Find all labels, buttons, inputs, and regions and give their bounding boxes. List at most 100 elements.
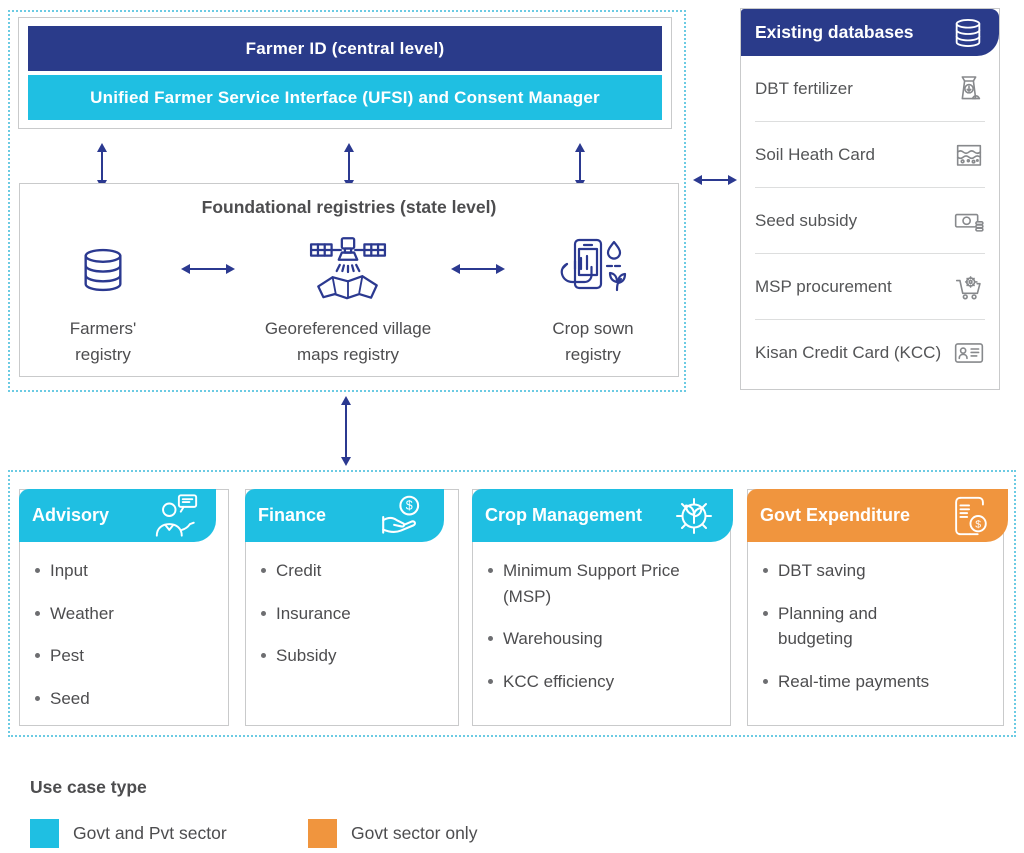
card-title: Govt Expenditure bbox=[760, 505, 911, 525]
bullet-icon bbox=[261, 568, 266, 573]
crop-sown-registry: Crop sown registry bbox=[538, 230, 648, 367]
cyan-swatch-icon bbox=[30, 819, 59, 848]
bullet-icon bbox=[763, 678, 768, 684]
existing-databases-panel: Existing databases DBT fertilizer bbox=[740, 8, 1000, 390]
list-item: Credit bbox=[261, 558, 450, 584]
list-item: Minimum Support Price (MSP) bbox=[488, 558, 722, 609]
list-item: DBT saving bbox=[763, 558, 995, 584]
phone-crop-icon bbox=[538, 230, 648, 310]
central-level-panel: Farmer ID (central level) Unified Farmer… bbox=[18, 17, 672, 129]
foundational-title: Foundational registries (state level) bbox=[201, 197, 497, 217]
farmer-id-bar: Farmer ID (central level) bbox=[28, 26, 662, 71]
georeferenced-maps-registry: Georeferenced village maps registry bbox=[248, 230, 448, 367]
list-item: Subsidy bbox=[261, 643, 450, 669]
registry-label: Farmers' registry bbox=[69, 319, 137, 364]
gear-plant-icon bbox=[671, 493, 717, 539]
card-header: Govt Expenditure $ bbox=[747, 489, 1008, 542]
advisor-person-icon bbox=[152, 493, 200, 538]
fertilizer-bag-icon bbox=[953, 73, 985, 105]
central-and-state-group: Farmer ID (central level) Unified Farmer… bbox=[8, 10, 686, 392]
existing-databases-title: Existing databases bbox=[755, 22, 914, 42]
list-item: Pest bbox=[35, 643, 220, 669]
ufsi-bar: Unified Farmer Service Interface (UFSI) … bbox=[28, 75, 662, 120]
legend-entry: Govt sector only bbox=[308, 819, 477, 848]
double-arrow-horizontal bbox=[451, 264, 505, 274]
svg-text:$: $ bbox=[975, 518, 981, 530]
item-label: Soil Heath Card bbox=[755, 144, 876, 164]
item-label: Seed subsidy bbox=[755, 210, 858, 230]
bullet-icon bbox=[763, 610, 768, 616]
card-header: Crop Management bbox=[472, 489, 733, 542]
satellite-map-icon bbox=[248, 230, 448, 310]
bullet-icon bbox=[763, 568, 768, 573]
use-case-card-crop-management: Crop Management Minimum Support Price (M… bbox=[472, 489, 733, 726]
existing-databases-header: Existing databases bbox=[741, 9, 999, 56]
database-list-item: DBT fertilizer bbox=[755, 56, 985, 121]
card-item-list: Credit Insurance Subsidy bbox=[246, 558, 458, 669]
bullet-icon bbox=[261, 653, 266, 658]
double-arrow-vertical bbox=[575, 143, 585, 189]
double-arrow-vertical bbox=[341, 396, 351, 466]
double-arrow-horizontal bbox=[693, 175, 737, 185]
ufsi-label: Unified Farmer Service Interface (UFSI) … bbox=[90, 87, 600, 107]
double-arrow-vertical bbox=[344, 143, 354, 189]
list-item: Real-time payments bbox=[763, 669, 995, 695]
bullet-icon bbox=[35, 653, 40, 658]
item-label: Kisan Credit Card (KCC) bbox=[755, 342, 942, 362]
use-case-card-finance: Finance $ Credit Insurance Subsidy bbox=[245, 489, 459, 726]
legend-title: Use case type bbox=[30, 777, 147, 797]
bullet-icon bbox=[35, 695, 40, 701]
list-item: KCC efficiency bbox=[488, 669, 722, 695]
bullet-icon bbox=[261, 610, 266, 616]
hand-dollar-icon: $ bbox=[378, 494, 428, 538]
farmers-registry: Farmers' registry bbox=[53, 230, 153, 367]
registry-label: Georeferenced village maps registry bbox=[264, 319, 432, 364]
double-arrow-horizontal bbox=[181, 264, 235, 274]
bullet-icon bbox=[35, 610, 40, 616]
item-label: MSP procurement bbox=[755, 276, 892, 296]
database-list-item: MSP procurement bbox=[755, 253, 985, 319]
card-item-list: Input Weather Pest Seed bbox=[20, 558, 228, 711]
database-list-item: Soil Heath Card bbox=[755, 121, 985, 187]
card-title: Finance bbox=[258, 505, 327, 525]
banknote-coins-icon bbox=[953, 205, 985, 237]
double-arrow-vertical bbox=[97, 143, 107, 189]
legend-label: Govt sector only bbox=[351, 823, 478, 843]
card-item-list: Minimum Support Price (MSP) Warehousing … bbox=[473, 558, 730, 694]
svg-text:$: $ bbox=[406, 498, 413, 512]
use-case-card-advisory: Advisory Input Weather Pest Seed bbox=[19, 489, 229, 726]
farmer-id-label: Farmer ID (central level) bbox=[245, 38, 445, 58]
database-icon bbox=[53, 230, 153, 310]
card-title: Advisory bbox=[32, 505, 110, 525]
database-list-item: Kisan Credit Card (KCC) bbox=[755, 319, 985, 385]
card-header: Advisory bbox=[19, 489, 216, 542]
legend-label: Govt and Pvt sector bbox=[73, 823, 227, 843]
list-item: Input bbox=[35, 558, 220, 584]
list-item: Warehousing bbox=[488, 626, 722, 652]
list-item: Insurance bbox=[261, 601, 450, 627]
database-icon bbox=[951, 15, 985, 51]
item-label: DBT fertilizer bbox=[755, 78, 853, 98]
legend-entry: Govt and Pvt sector bbox=[30, 819, 227, 848]
bullet-icon bbox=[488, 568, 493, 573]
card-header: Finance $ bbox=[245, 489, 444, 542]
orange-swatch-icon bbox=[308, 819, 337, 848]
registry-label: Crop sown registry bbox=[552, 319, 634, 364]
scroll-dollar-icon: $ bbox=[948, 493, 992, 539]
cart-gear-icon bbox=[953, 271, 985, 303]
database-list-item: Seed subsidy bbox=[755, 187, 985, 253]
card-item-list: DBT saving Planning and budgeting Real-t… bbox=[748, 558, 1003, 694]
id-card-icon bbox=[953, 337, 985, 369]
bullet-icon bbox=[35, 568, 40, 573]
bullet-icon bbox=[488, 678, 493, 684]
existing-databases-list: DBT fertilizer Soil Heath Card bbox=[741, 56, 999, 389]
soil-layers-icon bbox=[953, 139, 985, 171]
foundational-registries-panel: Foundational registries (state level) Fa… bbox=[19, 183, 679, 377]
list-item: Planning and budgeting bbox=[763, 601, 995, 652]
list-item: Weather bbox=[35, 601, 220, 627]
bullet-icon bbox=[488, 636, 493, 641]
use-case-card-govt-expenditure: Govt Expenditure $ DBT saving Planning a… bbox=[747, 489, 1008, 726]
card-title: Crop Management bbox=[485, 505, 643, 525]
list-item: Seed bbox=[35, 686, 220, 712]
